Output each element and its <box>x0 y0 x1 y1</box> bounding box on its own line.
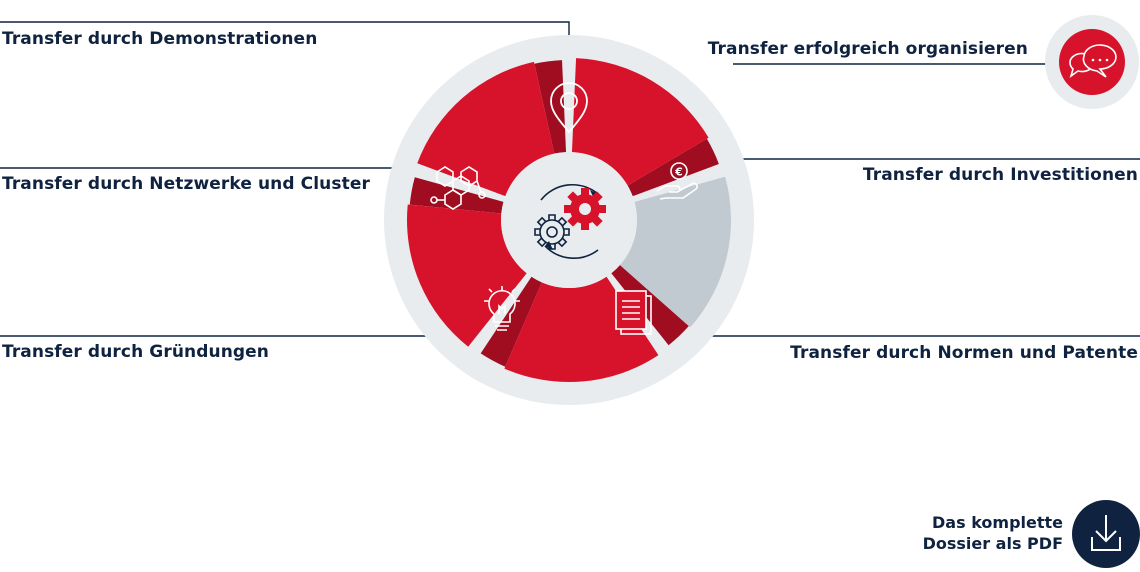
segment-gruendungen[interactable] <box>619 176 731 328</box>
segment-normen-fold <box>627 138 719 197</box>
chat-bubbles-icon <box>1069 44 1117 78</box>
download-text[interactable]: Das komplette Dossier als PDF <box>923 512 1063 554</box>
segment-investitionen[interactable] <box>417 61 555 197</box>
location-pin-icon <box>550 82 588 134</box>
chat-bubbles-icon-button[interactable] <box>1045 15 1139 109</box>
segment-investitionen-fold <box>534 60 567 154</box>
molecule-network-icon <box>430 166 486 210</box>
label-demonstrationen[interactable]: Transfer durch Demonstrationen <box>2 29 318 49</box>
download-pdf-button[interactable] <box>1072 500 1140 568</box>
download-icon <box>1091 515 1121 551</box>
segment-gruendungen-fold <box>611 265 689 346</box>
label-netzwerke-cluster[interactable]: Transfer durch Netzwerke und Cluster <box>2 174 370 194</box>
euro-hand-icon: € <box>656 162 698 200</box>
label-erfolgreich-organisieren[interactable]: Transfer erfolgreich organisieren <box>707 39 1028 59</box>
segment-demonstrationen-fold <box>409 177 504 214</box>
document-icon <box>615 290 652 335</box>
download-text-line1: Das komplette <box>932 513 1063 532</box>
segment-netzwerke-fold <box>480 276 542 367</box>
lightbulb-icon <box>484 286 520 331</box>
download-text-line2: Dossier als PDF <box>922 534 1063 553</box>
segment-normen[interactable] <box>571 58 709 186</box>
segments <box>407 58 731 382</box>
label-gruendungen[interactable]: Transfer durch Gründungen <box>2 342 270 362</box>
svg-text:€: € <box>674 166 683 179</box>
segment-demonstrationen[interactable] <box>407 204 527 347</box>
label-investitionen[interactable]: Transfer durch Investitionen <box>862 165 1138 185</box>
label-normen-patente[interactable]: Transfer durch Normen und Patente <box>790 343 1138 363</box>
